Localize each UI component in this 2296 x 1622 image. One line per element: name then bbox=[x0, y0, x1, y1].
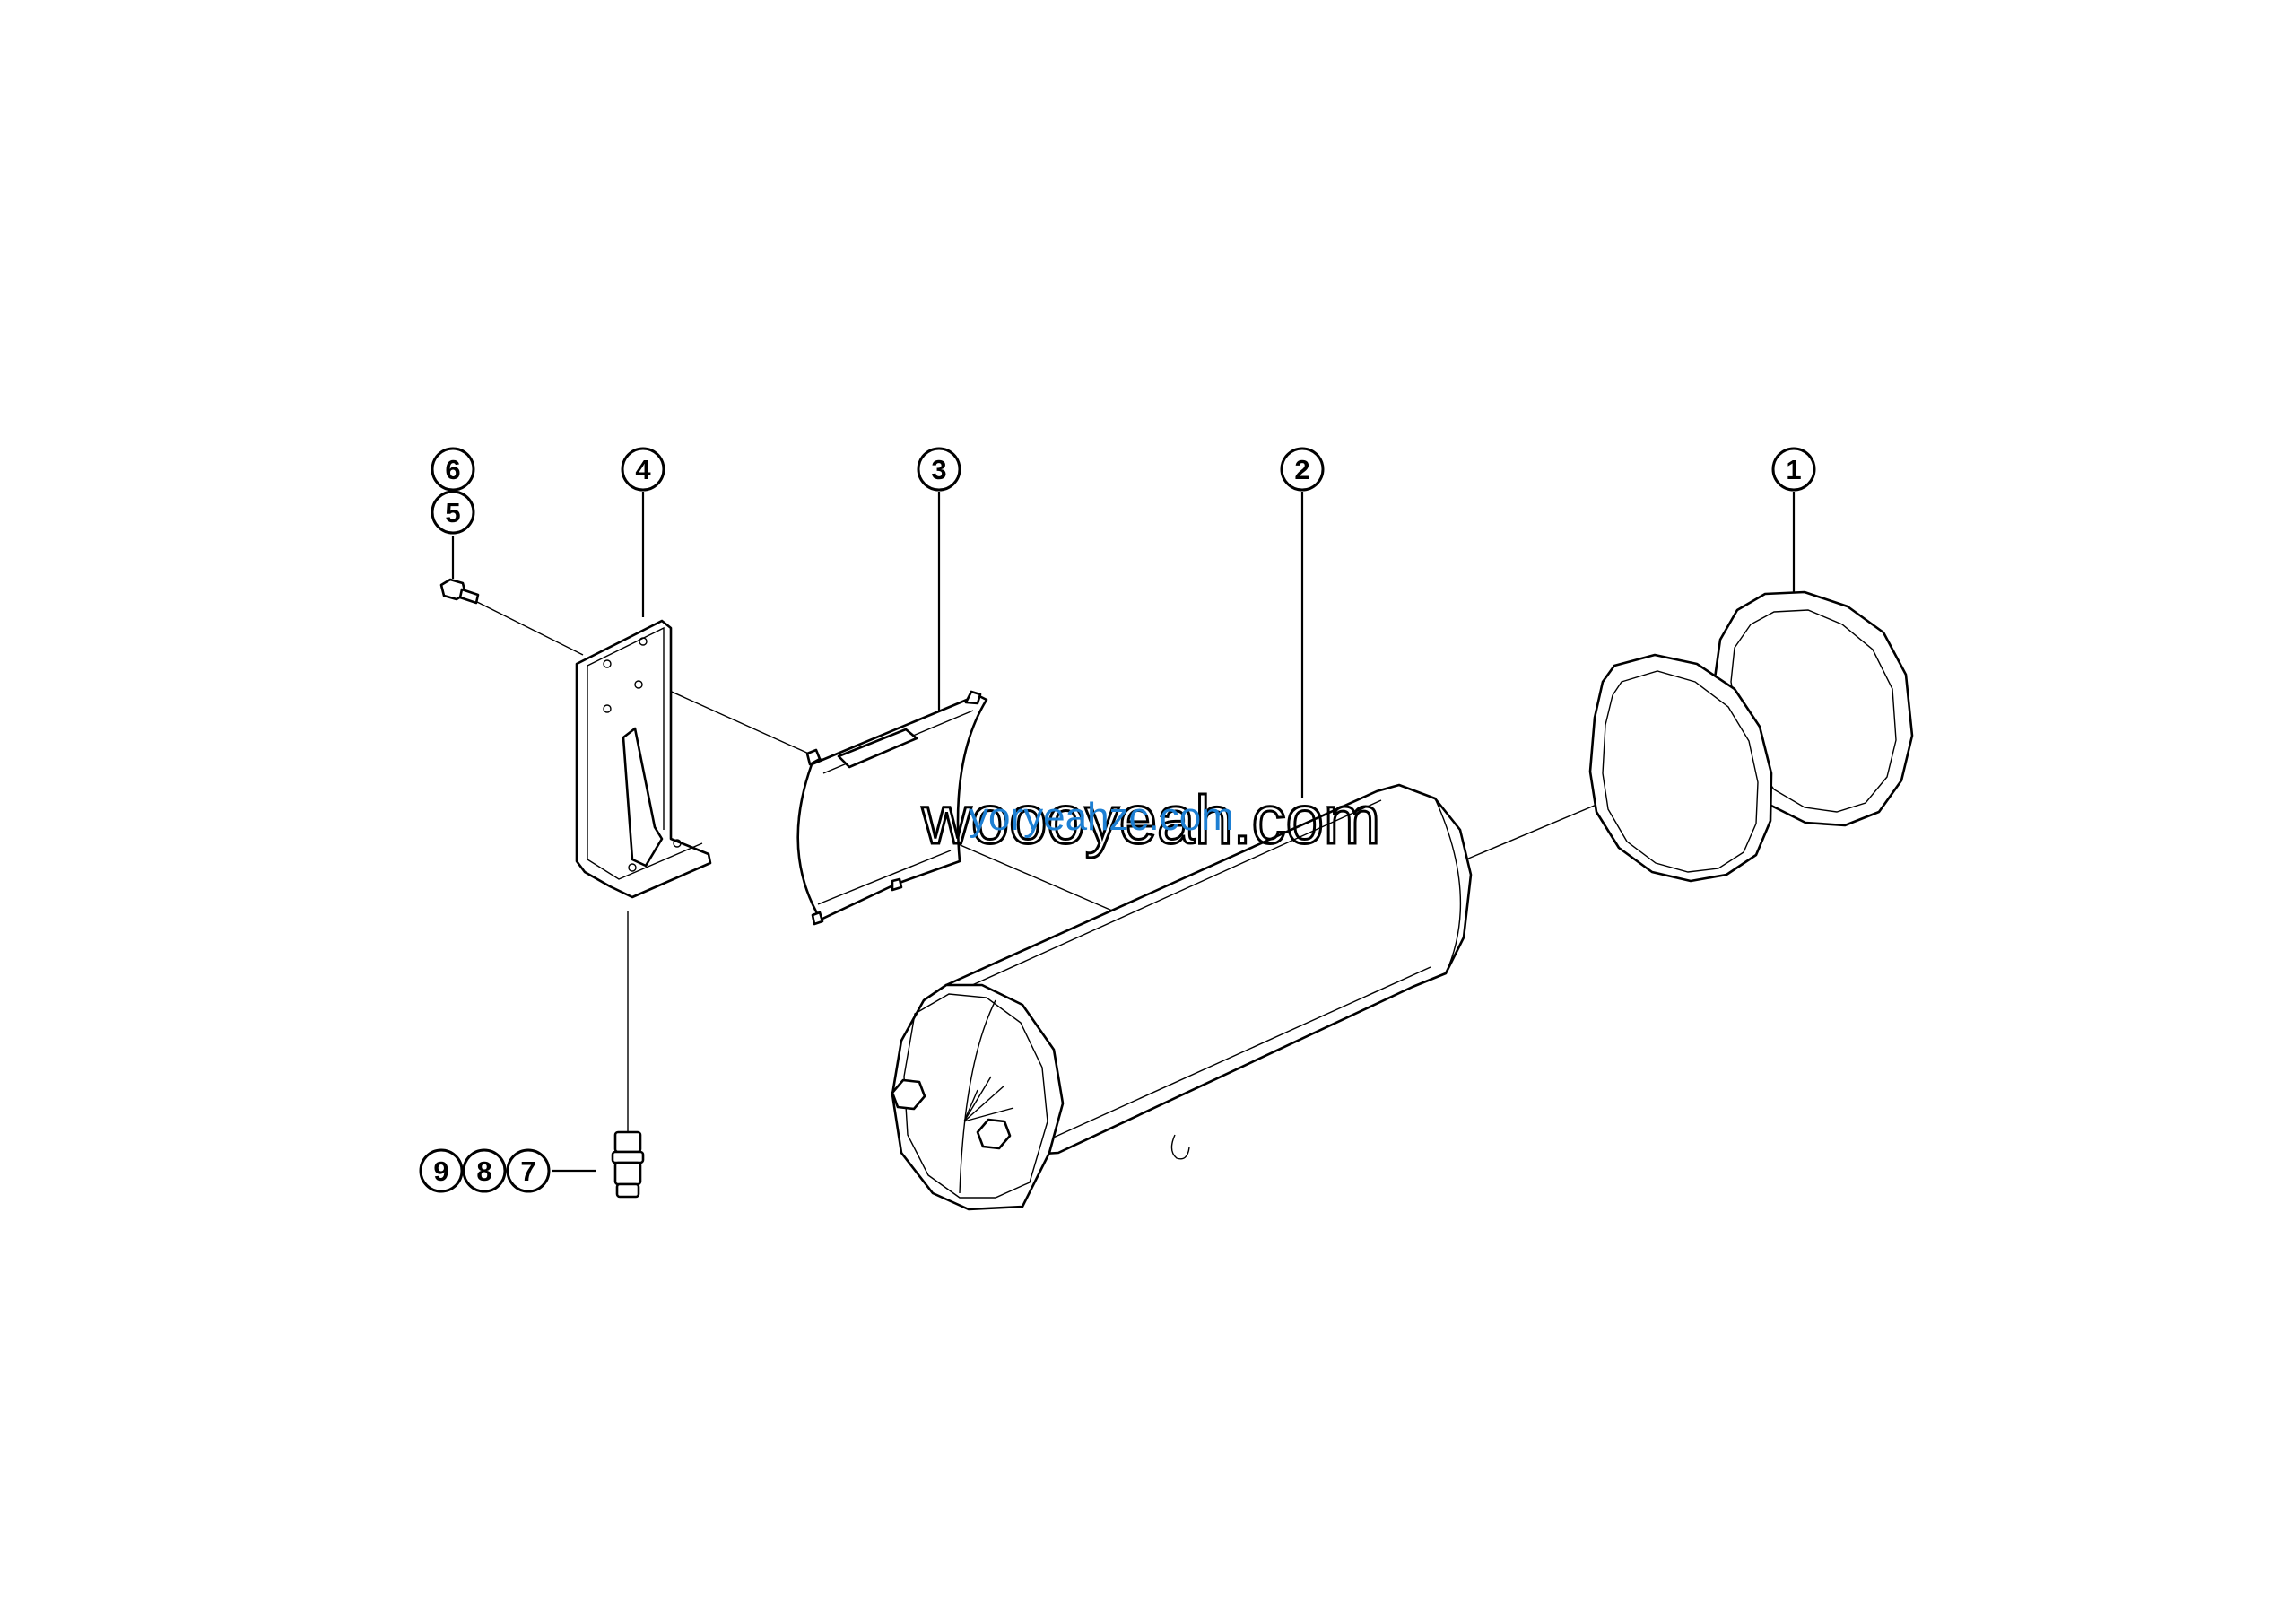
nut-washer-stack bbox=[611, 1130, 645, 1199]
callout-4: 4 bbox=[621, 447, 665, 492]
ring-pair bbox=[1588, 590, 1914, 883]
callout-1: 1 bbox=[1771, 447, 1816, 492]
callout-5: 5 bbox=[430, 490, 475, 535]
callout-4-label: 4 bbox=[635, 454, 651, 485]
clamp-strap bbox=[796, 690, 988, 926]
mounting-bracket bbox=[575, 619, 712, 899]
callout-6-label: 6 bbox=[445, 454, 460, 485]
callout-9: 9 bbox=[419, 1148, 464, 1193]
callout-8: 8 bbox=[462, 1148, 507, 1193]
bolt-part bbox=[439, 578, 480, 605]
callout-5-label: 5 bbox=[445, 497, 460, 528]
callout-8-label: 8 bbox=[476, 1155, 491, 1187]
air-tank bbox=[891, 783, 1473, 1211]
watermark: woooyeah.com yoryeahzc.com bbox=[920, 781, 1382, 860]
callout-2-label: 2 bbox=[1294, 454, 1309, 485]
callout-2: 2 bbox=[1280, 447, 1325, 492]
callout-7-label: 7 bbox=[520, 1155, 535, 1187]
ring-front bbox=[1588, 653, 1773, 883]
watermark-blue-text: yoryeahzc.com bbox=[969, 795, 1234, 839]
callout-3-label: 3 bbox=[931, 454, 946, 485]
callout-1-label: 1 bbox=[1786, 454, 1801, 485]
watermark-outline-text: woooyeah.com bbox=[921, 782, 1380, 859]
callout-3: 3 bbox=[917, 447, 961, 492]
callout-7: 7 bbox=[506, 1148, 551, 1193]
callout-6: 6 bbox=[430, 447, 475, 492]
leader-lines bbox=[451, 492, 1796, 1173]
callout-9-label: 9 bbox=[433, 1155, 448, 1187]
